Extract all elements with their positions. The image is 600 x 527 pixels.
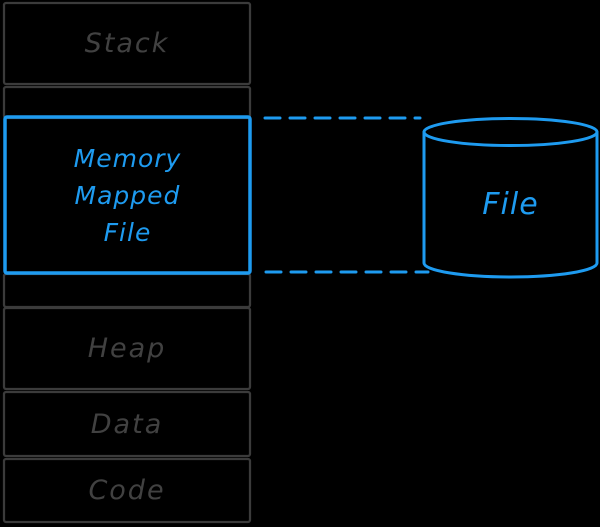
code-label: Code [88,475,166,506]
heap-segment-box [2,306,252,391]
file-cylinder [422,117,599,279]
memory-mapped-file-segment-box [3,115,252,275]
memory-mapped-file-label: Memory Mapped File [73,143,182,247]
memory-layout-column [2,1,252,524]
stack-label: Stack [84,28,170,59]
heap-label: Heap [87,333,167,364]
data-segment-box [2,390,252,458]
file-cylinder-body [422,130,599,279]
file-label: File [482,187,539,222]
unmapped-segment-above-box [2,85,252,120]
code-segment-box [2,457,252,524]
data-label: Data [90,408,164,440]
unmapped-segment-below-box [2,272,252,309]
stack-segment-box [2,1,252,86]
